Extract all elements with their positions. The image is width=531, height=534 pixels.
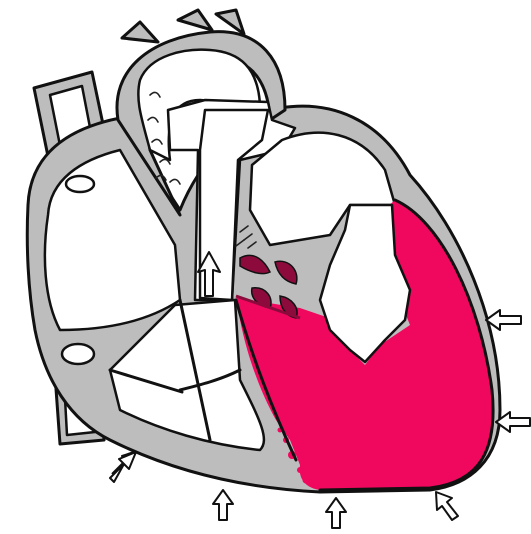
hollow-arrow-icon — [486, 310, 521, 330]
hollow-arrow-icon — [110, 452, 136, 482]
coronary-sinus-opening — [66, 176, 94, 192]
ivc-opening — [62, 344, 94, 364]
hollow-arrow-icon — [436, 492, 458, 520]
hollow-arrow-icon — [213, 490, 233, 520]
hollow-arrow-icon — [326, 498, 346, 528]
